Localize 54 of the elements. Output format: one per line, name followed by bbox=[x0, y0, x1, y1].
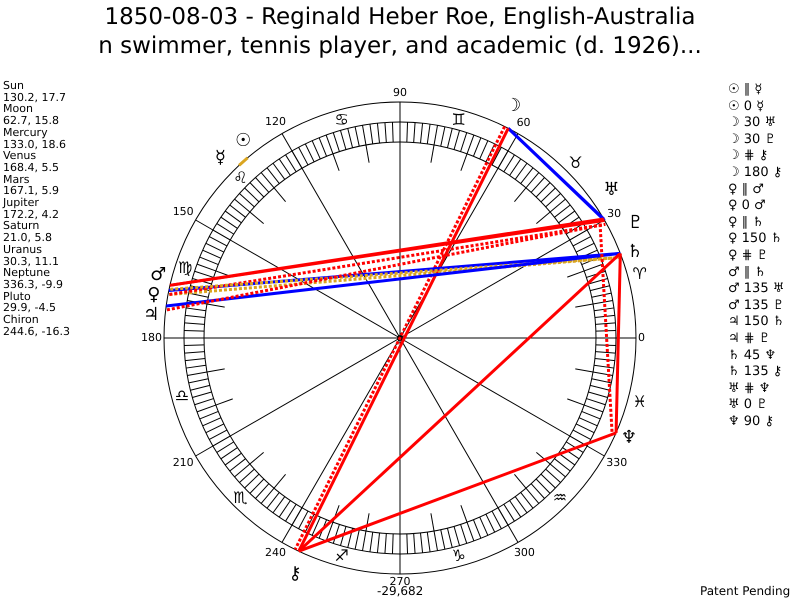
aspect-row: ♄ 45 ♆ bbox=[728, 348, 776, 364]
planet-symbol: ♃ bbox=[142, 304, 160, 325]
patent-notice: Patent Pending bbox=[700, 585, 790, 599]
zodiac-sign: ♓ bbox=[632, 393, 647, 412]
aspect-row: ♂ 135 ♅ bbox=[728, 281, 784, 298]
planet-name: Moon bbox=[3, 103, 33, 116]
aspect-row: ♀ 0 ♂ bbox=[728, 198, 766, 214]
aspect-row: ♅ ⋕ ♆ bbox=[728, 380, 770, 397]
planet-name: Sun bbox=[3, 80, 24, 92]
aspect-row: ♂ ∥ ♄ bbox=[728, 264, 766, 281]
planet-name: Pluto bbox=[3, 290, 31, 302]
planet-name: Chiron bbox=[3, 314, 39, 326]
chart-title: 1850-08-03 - Reginald Heber Roe, English-Australia n swimmer, tennis player, and academic (d. 1926)... bbox=[97, 3, 703, 61]
degree-label: 0 bbox=[638, 332, 645, 344]
coordinate-text: 168.4, 5.5 bbox=[3, 162, 59, 174]
aspect-row: ♃ 150 ♄ bbox=[728, 314, 784, 330]
coordinate-text: 167.1, 5.9 bbox=[3, 185, 59, 197]
degree-label: 90 bbox=[393, 87, 407, 100]
planet-name: Jupiter bbox=[3, 197, 39, 209]
coordinate-text: 62.7, 15.8 bbox=[3, 115, 59, 127]
planet-name: Saturn bbox=[3, 220, 40, 232]
aspect-row: ♀ 150 ♄ bbox=[728, 231, 782, 248]
coordinate-text: 30.3, 11.1 bbox=[3, 256, 59, 268]
aspect-row: ☽ ⋕ ⚷ bbox=[728, 148, 768, 164]
planet-name: Neptune bbox=[3, 267, 50, 279]
planet-name: Mercury bbox=[3, 126, 48, 138]
planet-name: Uranus bbox=[3, 244, 42, 256]
degree-label: 180 bbox=[141, 332, 162, 344]
aspect-row: ☉ 0 ☿ bbox=[728, 98, 764, 115]
planet-symbol: ♂ bbox=[149, 264, 168, 285]
aspect-row: ♀ ∥ ♂ bbox=[728, 182, 764, 198]
aspect-row: ♀ ∥ ♄ bbox=[728, 214, 764, 231]
coordinate-text: 133.0, 18.6 bbox=[3, 138, 66, 150]
planet-name: Venus bbox=[3, 150, 36, 162]
coordinate-text: 21.0, 5.8 bbox=[3, 232, 52, 244]
aspect-row: ♅ 0 ♇ bbox=[728, 397, 768, 414]
aspect-row: ♃ ⋕ ♇ bbox=[728, 331, 770, 347]
footer-number: -29,682 bbox=[377, 585, 424, 599]
zodiac-sign: ♈ bbox=[632, 264, 647, 284]
aspect-row: ♀ ⋕ ♇ bbox=[728, 248, 768, 264]
aspect-row: ☽ 180 ⚷ bbox=[728, 165, 782, 181]
aspect-row: ☽ 30 ♅ bbox=[728, 115, 776, 132]
coordinate-text: 130.2, 17.7 bbox=[3, 92, 66, 104]
coordinate-text: 172.2, 4.2 bbox=[3, 208, 59, 220]
aspect-row: ♂ 135 ♇ bbox=[728, 298, 784, 314]
aspect-row: ♄ 135 ⚷ bbox=[728, 364, 782, 380]
aspect-row: ☉ ∥ ☿ bbox=[728, 82, 762, 98]
planet-name: Mars bbox=[3, 174, 30, 186]
aspect-row: ♆ 90 ⚷ bbox=[728, 414, 774, 430]
planet-symbol: ♀ bbox=[146, 284, 162, 305]
coordinate-text: 336.3, -9.9 bbox=[3, 278, 63, 291]
coordinate-text: 244.6, -16.3 bbox=[3, 326, 70, 338]
coordinate-text: 29.9, -4.5 bbox=[3, 302, 56, 314]
aspect-row: ☽ 30 ♇ bbox=[728, 132, 776, 148]
